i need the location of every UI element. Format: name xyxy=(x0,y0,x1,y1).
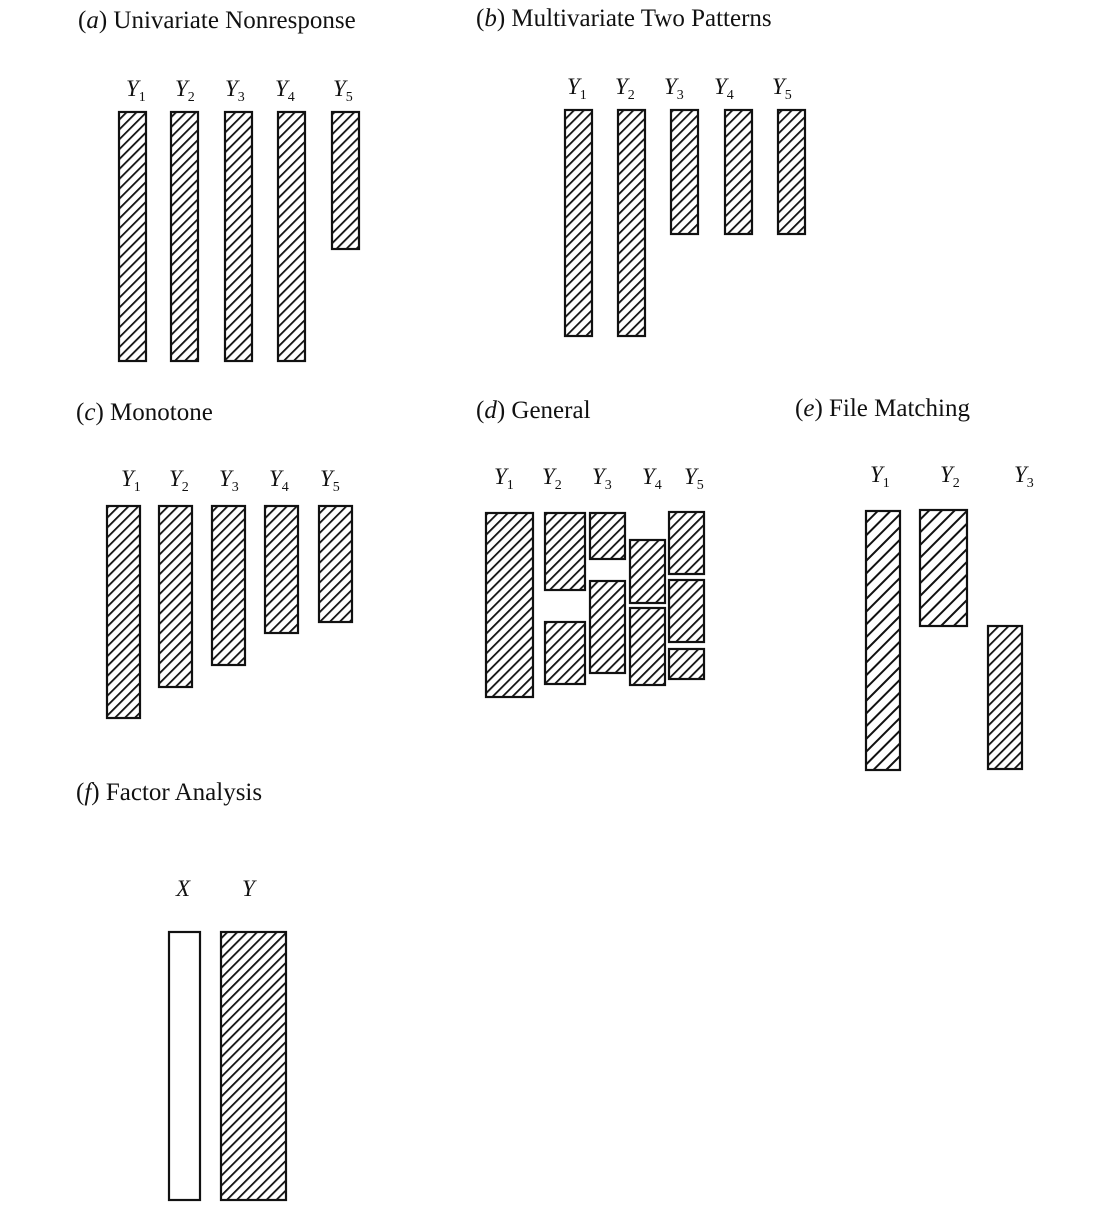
observed-block-d-y2-top xyxy=(543,511,587,592)
var-label-d-2: Y2 xyxy=(542,464,562,493)
observed-block-c-y5 xyxy=(317,504,354,624)
observed-block-c-y4 xyxy=(263,504,300,635)
panel-e-title: (e) File Matching xyxy=(795,395,970,422)
observed-block-b-y5 xyxy=(776,108,807,236)
panel-c-title: (c) Monotone xyxy=(76,399,213,426)
var-label-e-1: Y1 xyxy=(870,462,890,491)
var-label-a-1: Y1 xyxy=(126,76,146,105)
var-label-e-3: Y3 xyxy=(1014,462,1034,491)
observed-block-e-y2 xyxy=(918,508,969,628)
missing-block-f-x xyxy=(167,930,202,1202)
panel-c: (c) Monotone Y1 Y2 Y3 Y4 Y5 xyxy=(76,399,354,720)
observed-block-d-y2-bottom xyxy=(543,620,587,686)
var-label-c-2: Y2 xyxy=(169,466,189,495)
var-label-d-5: Y5 xyxy=(684,464,704,493)
observed-block-a-y4 xyxy=(276,110,307,363)
observed-block-b-y3 xyxy=(669,108,700,236)
var-label-a-5: Y5 xyxy=(333,76,353,105)
observed-block-d-y5-bottom xyxy=(667,647,706,681)
var-label-b-5: Y5 xyxy=(772,74,792,103)
var-label-c-3: Y3 xyxy=(219,466,239,495)
observed-block-d-y4-top xyxy=(628,538,667,605)
observed-block-d-y4-bottom xyxy=(628,606,667,687)
var-label-f-x: X xyxy=(175,876,191,901)
var-label-e-2: Y2 xyxy=(940,462,960,491)
observed-block-e-y1 xyxy=(864,509,902,772)
observed-block-f-y xyxy=(219,930,288,1202)
observed-block-a-y1 xyxy=(117,110,148,363)
observed-block-c-y2 xyxy=(157,504,194,689)
observed-block-a-y2 xyxy=(169,110,200,363)
panel-b-title: (b) Multivariate Two Patterns xyxy=(476,5,772,32)
panel-f: (f) Factor Analysis X Y xyxy=(76,779,288,1202)
panel-d-title: (d) General xyxy=(476,397,591,424)
observed-block-c-y1 xyxy=(105,504,142,720)
observed-block-d-y1 xyxy=(484,511,535,699)
var-label-c-4: Y4 xyxy=(269,466,289,495)
panel-f-title: (f) Factor Analysis xyxy=(76,779,262,806)
var-label-c-1: Y1 xyxy=(121,466,141,495)
var-label-b-4: Y4 xyxy=(714,74,734,103)
var-label-b-2: Y2 xyxy=(615,74,635,103)
observed-block-a-y3 xyxy=(223,110,254,363)
observed-block-d-y5-middle xyxy=(667,578,706,644)
observed-block-d-y3-top xyxy=(588,511,627,561)
panel-d: (d) General Y1 Y2 Y3 Y4 Y5 xyxy=(476,397,706,699)
var-label-b-1: Y1 xyxy=(567,74,587,103)
panel-a-title: (a) Univariate Nonresponse xyxy=(78,7,356,34)
observed-block-d-y3-bottom xyxy=(588,579,627,675)
panel-b: (b) Multivariate Two Patterns Y1 Y2 Y3 Y… xyxy=(476,5,807,338)
var-label-b-3: Y3 xyxy=(664,74,684,103)
observed-block-b-y4 xyxy=(723,108,754,236)
var-label-f-y: Y xyxy=(242,876,257,901)
var-label-a-3: Y3 xyxy=(225,76,245,105)
var-label-d-4: Y4 xyxy=(642,464,662,493)
observed-block-b-y2 xyxy=(616,108,647,338)
observed-block-b-y1 xyxy=(563,108,594,338)
var-label-a-2: Y2 xyxy=(175,76,195,105)
panel-e: (e) File Matching Y1 Y2 Y3 xyxy=(795,395,1034,772)
var-label-d-3: Y3 xyxy=(592,464,612,493)
var-label-a-4: Y4 xyxy=(275,76,295,105)
panel-a: (a) Univariate Nonresponse Y1 Y2 Y3 Y4 Y… xyxy=(78,7,361,363)
observed-block-a-y5 xyxy=(330,110,361,251)
var-label-d-1: Y1 xyxy=(494,464,514,493)
var-label-c-5: Y5 xyxy=(320,466,340,495)
observed-block-c-y3 xyxy=(210,504,247,667)
observed-block-d-y5-top xyxy=(667,510,706,576)
observed-block-e-y3 xyxy=(986,624,1024,771)
